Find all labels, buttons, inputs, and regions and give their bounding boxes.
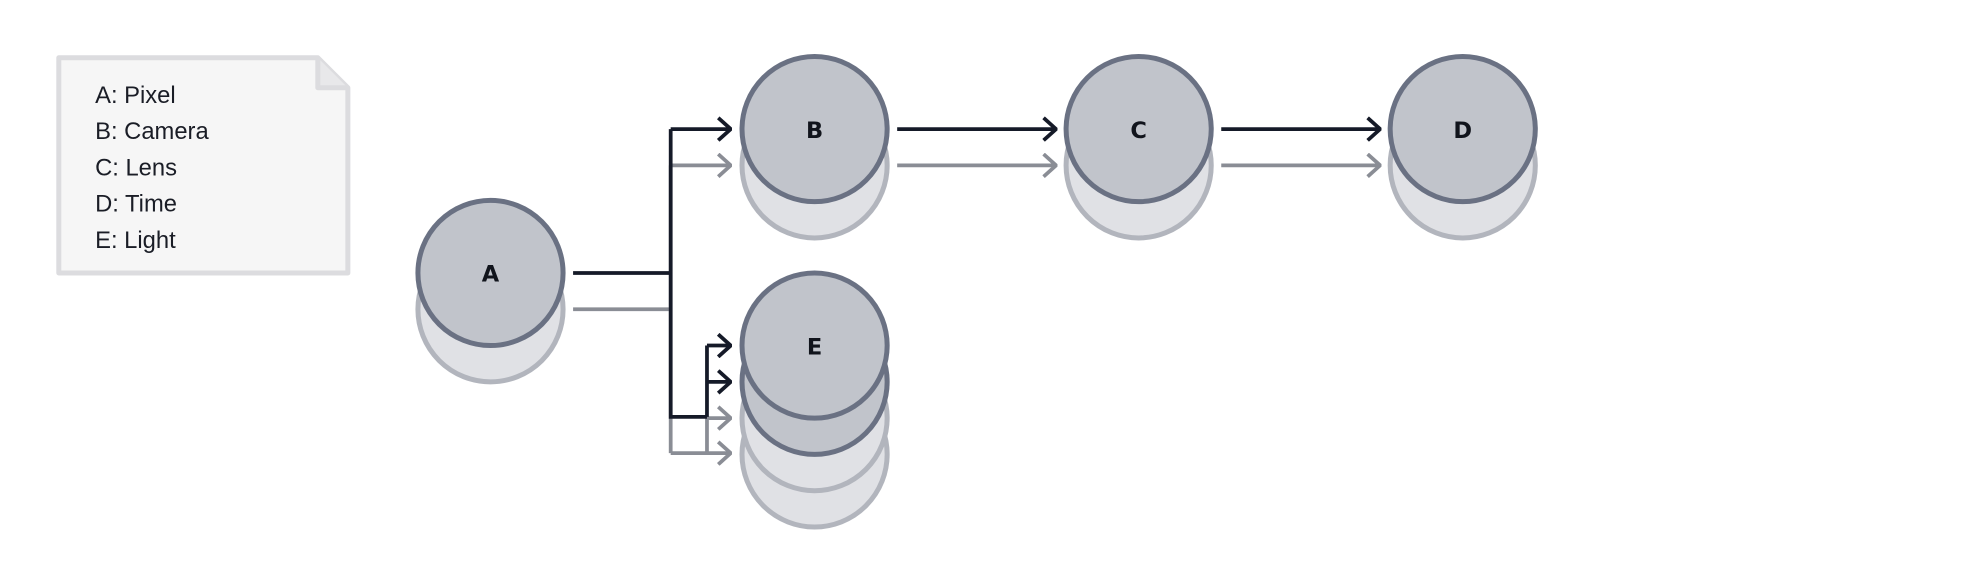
node-a-circle[interactable]: [415, 197, 566, 349]
legend-box: [56, 55, 351, 276]
edge-a-gray-trunk: [573, 165, 673, 454]
legend-fold-corner: [315, 57, 348, 91]
node-a[interactable]: A: [415, 197, 566, 349]
node-c[interactable]: C: [1063, 54, 1214, 205]
legend-item-a: A: Pixel: [95, 82, 176, 109]
legend-item-e: E: Light: [95, 227, 176, 254]
edges-dark: [573, 129, 1380, 419]
edge-a-trunk: [573, 129, 707, 419]
legend-note: A: Pixel B: Camera C: Lens D: Time E: Li…: [56, 55, 351, 276]
node-a-label: A: [482, 262, 500, 288]
node-d-label: D: [1453, 118, 1472, 144]
legend-item-c: C: Lens: [95, 154, 177, 181]
node-c-label: C: [1130, 118, 1147, 144]
node-b-circle[interactable]: [739, 54, 890, 205]
node-d[interactable]: D: [1387, 54, 1538, 205]
node-e-label: E: [807, 334, 822, 360]
node-b[interactable]: B: [739, 54, 890, 205]
legend-item-b: B: Camera: [95, 118, 209, 145]
node-d-circle[interactable]: [1387, 54, 1538, 205]
node-e-circle[interactable]: [739, 270, 890, 421]
node-b-label: B: [806, 118, 823, 144]
node-c-circle[interactable]: [1063, 54, 1214, 205]
legend-item-d: D: Time: [95, 191, 177, 218]
node-e[interactable]: E: [739, 270, 890, 421]
edges-gray: [573, 165, 1380, 453]
